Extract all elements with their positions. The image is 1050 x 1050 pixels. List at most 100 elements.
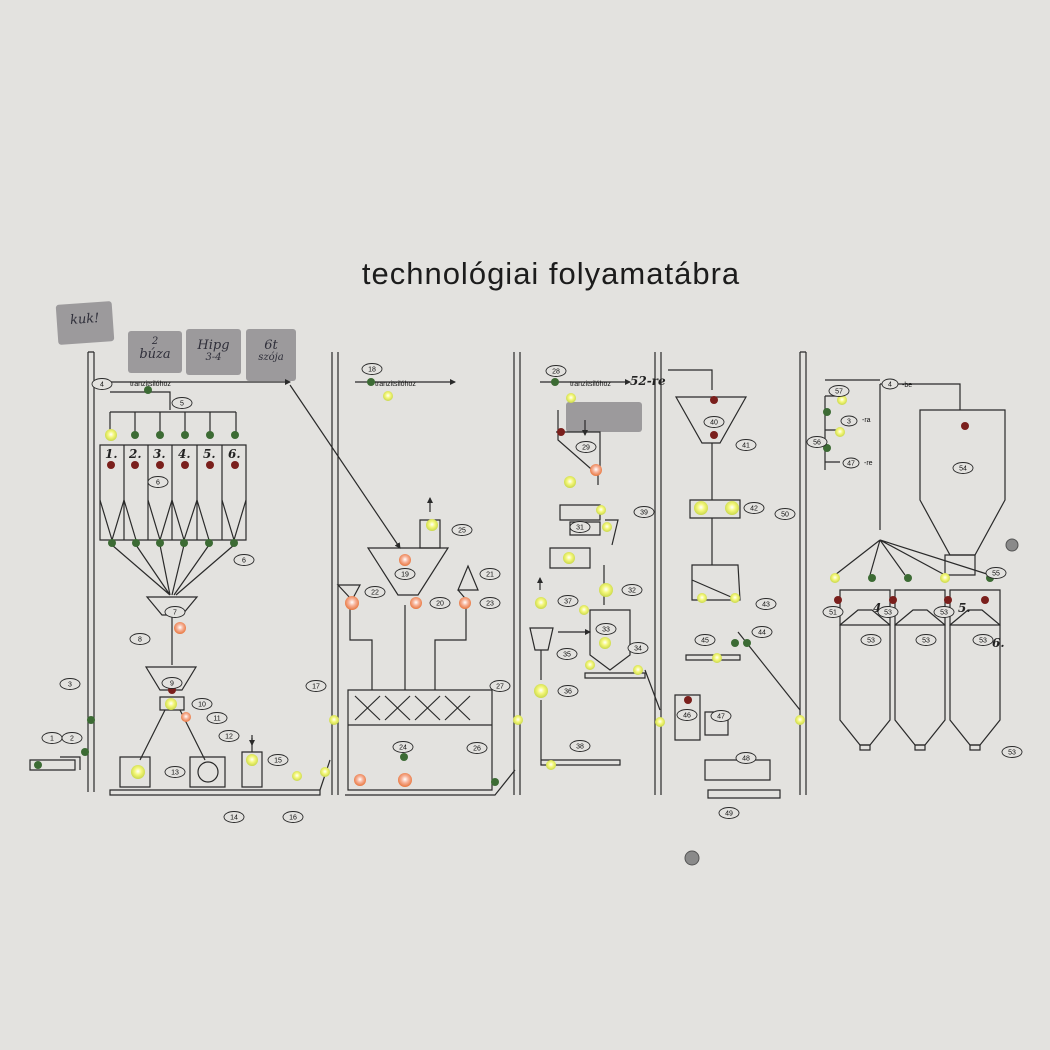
tag-number: 53 xyxy=(979,638,987,645)
equipment-tag: 6 xyxy=(233,554,255,566)
tag-number: 19 xyxy=(401,572,409,579)
led-yellow xyxy=(599,583,613,597)
annotation-number: 4 xyxy=(888,382,892,389)
led-green xyxy=(551,378,559,386)
tag-number: 36 xyxy=(564,689,572,696)
tag-outline xyxy=(171,397,193,409)
led-orange xyxy=(398,773,412,787)
tag-number: 23 xyxy=(486,601,494,608)
equipment-tag: 29 xyxy=(575,441,597,453)
led-red xyxy=(156,461,164,469)
tag-number: 54 xyxy=(959,466,967,473)
tag-number: 53 xyxy=(867,638,875,645)
tag-outline xyxy=(621,584,643,596)
tag-number: 57 xyxy=(835,389,843,396)
led-orange xyxy=(410,597,422,609)
equipment-tag: 40 xyxy=(703,416,725,428)
bin-number: 6. xyxy=(228,447,241,461)
led-yellow xyxy=(596,505,606,515)
orange-leds xyxy=(174,464,602,787)
tag-outline xyxy=(718,807,740,819)
tag-outline xyxy=(860,634,882,646)
diagram-title: technológiai folyamatábra xyxy=(361,256,741,291)
diagram-lines xyxy=(29,351,1006,799)
tag-number: 53 xyxy=(922,638,930,645)
led-red xyxy=(961,422,969,430)
tag-number: 4 xyxy=(100,382,104,389)
led-yellow xyxy=(105,429,117,441)
led-green xyxy=(144,386,152,394)
tag-number: 38 xyxy=(576,744,584,751)
tag-outline xyxy=(429,597,451,609)
led-green xyxy=(156,431,164,439)
tag-number: 27 xyxy=(496,684,504,691)
led-yellow xyxy=(730,593,740,603)
tag-outline xyxy=(972,634,994,646)
equipment-tag: 53 xyxy=(915,634,937,646)
tag-number: 43 xyxy=(762,602,770,609)
metal-pin xyxy=(1005,538,1019,552)
led-red xyxy=(107,461,115,469)
led-green xyxy=(904,574,912,582)
led-yellow xyxy=(725,501,739,515)
bin-number: 5. xyxy=(958,601,971,615)
led-green xyxy=(181,431,189,439)
led-yellow xyxy=(426,519,438,531)
led-red xyxy=(944,596,952,604)
led-red xyxy=(181,461,189,469)
bin-number: 5. xyxy=(203,447,216,461)
yellow-leds xyxy=(105,391,950,781)
led-yellow xyxy=(165,698,177,710)
transit-label: tranzitsilóhoz xyxy=(375,381,416,388)
tag-outline xyxy=(59,678,81,690)
tag-outline xyxy=(91,378,113,390)
led-orange xyxy=(399,554,411,566)
tag-outline xyxy=(735,752,757,764)
tag-outline xyxy=(479,568,501,580)
led-green xyxy=(205,539,213,547)
equipment-tag: 20 xyxy=(429,597,451,609)
tag-number: 53 xyxy=(884,610,892,617)
tag-outline xyxy=(751,626,773,638)
led-green xyxy=(230,539,238,547)
led-orange xyxy=(459,597,471,609)
note-line: búza xyxy=(139,346,171,362)
led-yellow xyxy=(830,573,840,583)
led-red xyxy=(834,596,842,604)
tag-outline xyxy=(451,524,473,536)
green-leds xyxy=(34,378,994,786)
led-green xyxy=(132,539,140,547)
tag-outline xyxy=(61,732,83,744)
led-yellow xyxy=(655,717,665,727)
led-yellow xyxy=(513,715,523,725)
led-red xyxy=(981,596,989,604)
tag-number: 26 xyxy=(473,746,481,753)
led-green xyxy=(206,431,214,439)
tag-outline xyxy=(877,606,899,618)
tag-number: 50 xyxy=(781,512,789,519)
tag-outline xyxy=(828,385,850,397)
tag-number: 11 xyxy=(213,716,220,723)
tag-number: 15 xyxy=(274,758,282,765)
led-green xyxy=(823,408,831,416)
equipment-tag: 57 xyxy=(828,385,850,397)
tag-number: 14 xyxy=(230,815,238,822)
led-green xyxy=(367,378,375,386)
led-red xyxy=(557,428,565,436)
led-yellow xyxy=(837,395,847,405)
equipment-tag: 51 xyxy=(822,606,844,618)
equipment-tag: 48 xyxy=(735,752,757,764)
tag-outline xyxy=(161,677,183,689)
equipment-tag: 33 xyxy=(595,623,617,635)
led-yellow xyxy=(292,771,302,781)
led-yellow xyxy=(602,522,612,532)
equipment-tag: 19 xyxy=(394,568,416,580)
led-green xyxy=(731,639,739,647)
tag-outline xyxy=(569,740,591,752)
equipment-tag: 5 xyxy=(171,397,193,409)
equipment-tag: 37 xyxy=(557,595,579,607)
equipment-tag: 10 xyxy=(191,698,213,710)
tag-outline xyxy=(129,633,151,645)
tag-number: 9 xyxy=(170,681,174,688)
